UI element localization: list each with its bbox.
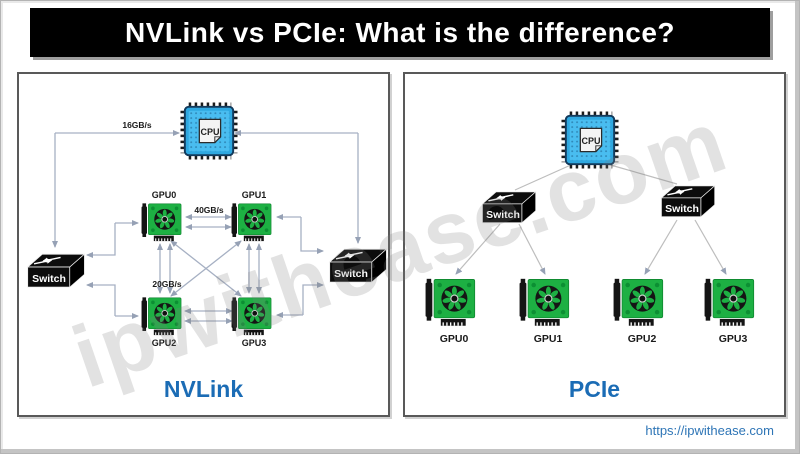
page-title: NVLink vs PCIe: What is the difference?: [124, 16, 676, 48]
gpu3-label: GPU3: [242, 338, 267, 348]
pcie-caption: PCIe: [568, 376, 621, 402]
gpu1-label: GPU1: [534, 333, 563, 345]
gpu1-icon: [231, 202, 273, 242]
gpu2-label: GPU2: [628, 333, 657, 345]
gpu0-label: GPU0: [440, 333, 469, 345]
gpu2-icon: [613, 277, 665, 327]
gpu3-icon: [704, 277, 756, 327]
nvlink-diagram: CPU Switch Switch GPU0 GPU1 GPU2 GPU3 16…: [19, 74, 388, 348]
bandwidth-nvlink-label: 40GB/s: [194, 205, 224, 215]
gpu3-label: GPU3: [719, 333, 748, 345]
pcie-connectors: [455, 163, 727, 275]
bandwidth-cpu-label: 16GB/s: [122, 120, 152, 130]
switch-left-label: Switch: [32, 273, 66, 285]
footer-url: https://ipwithease.com: [645, 423, 774, 438]
pcie-diagram: CPU Switch Switch GPU0 GPU1 GPU2 GPU3: [425, 74, 756, 345]
title-bar: NVLink vs PCIe: What is the difference?: [30, 8, 770, 57]
gpu0-label: GPU0: [152, 190, 177, 200]
switch-right-label: Switch: [334, 268, 368, 280]
gpu0-icon: [141, 202, 183, 242]
nvlink-panel: CPU Switch Switch GPU0 GPU1 GPU2 GPU3 16…: [17, 72, 390, 417]
pcie-panel: CPU Switch Switch GPU0 GPU1 GPU2 GPU3 PC…: [403, 72, 786, 417]
switch-right-label: Switch: [665, 203, 699, 215]
gpu0-icon: [425, 277, 477, 327]
bandwidth-nvlink2-label: 20GB/s: [152, 279, 182, 289]
gpu1-label: GPU1: [242, 190, 267, 200]
cpu-label: CPU: [581, 136, 600, 146]
cpu-label: CPU: [200, 127, 219, 137]
nvlink-connectors: [52, 130, 361, 324]
switch-left-label: Switch: [486, 209, 520, 221]
gpu2-label: GPU2: [152, 338, 177, 348]
gpu1-icon: [519, 277, 571, 327]
nvlink-caption: NVLink: [163, 376, 244, 402]
gpu2-icon: [141, 296, 183, 336]
gpu3-icon: [231, 296, 273, 336]
